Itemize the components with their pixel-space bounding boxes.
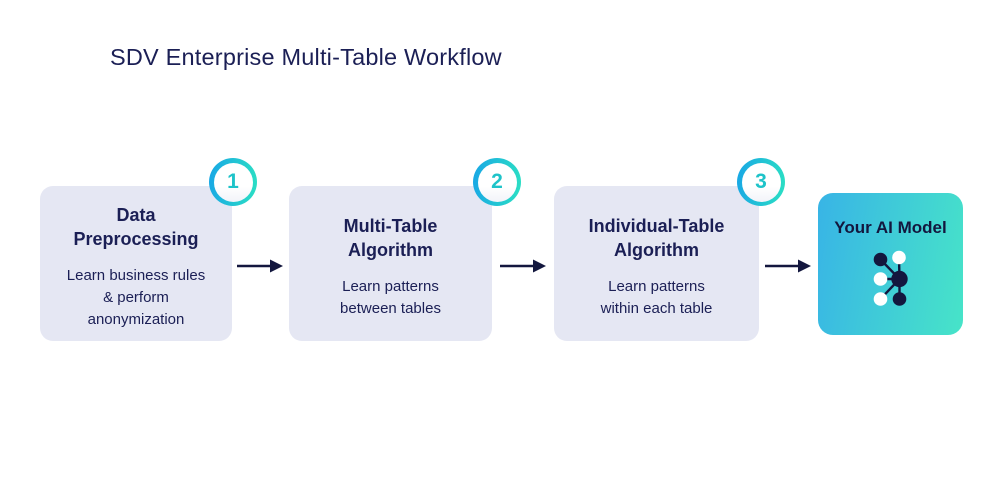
step-number: 3 xyxy=(741,162,781,202)
arrow-right-icon xyxy=(500,259,546,273)
step-desc-line: anonymization xyxy=(87,310,185,328)
step-number-badge-1: 1 xyxy=(209,158,257,206)
step-description: Learn patterns between tables xyxy=(340,276,441,320)
step-box-individual-table-algorithm: Individual-Table Algorithm Learn pattern… xyxy=(554,186,759,341)
step-description: Learn patterns within each table xyxy=(601,276,713,320)
page-title: SDV Enterprise Multi-Table Workflow xyxy=(110,44,502,70)
step-title-line: Algorithm xyxy=(614,239,699,260)
step-box-data-preprocessing: Data Preprocessing Learn business rules … xyxy=(40,186,232,341)
step-number-badge-2: 2 xyxy=(473,158,521,206)
step-title-line: Multi-Table xyxy=(343,215,438,236)
step-desc-line: within each table xyxy=(600,299,713,317)
network-graph-icon xyxy=(873,250,908,306)
step-desc-line: Learn patterns xyxy=(608,277,705,295)
arrow-right-icon xyxy=(237,259,283,273)
step-box-multi-table-algorithm: Multi-Table Algorithm Learn patterns bet… xyxy=(289,186,492,341)
step-desc-line: Learn patterns xyxy=(342,277,439,295)
step-number: 2 xyxy=(477,162,517,202)
step-title: Data Preprocessing xyxy=(73,203,198,251)
step-desc-line: & perform xyxy=(103,288,169,306)
step-title-line: Preprocessing xyxy=(73,228,199,249)
step-title-line: Data xyxy=(116,204,156,225)
step-title: Individual-Table Algorithm xyxy=(589,214,725,262)
step-number-badge-3: 3 xyxy=(737,158,785,206)
step-desc-line: between tables xyxy=(340,299,441,317)
arrow-right-icon xyxy=(765,259,811,273)
step-desc-line: Learn business rules xyxy=(66,266,206,284)
step-title-line: Individual-Table xyxy=(588,215,725,236)
ai-model-label: Your AI Model xyxy=(834,218,947,237)
step-description: Learn business rules & perform anonymiza… xyxy=(67,265,205,331)
ai-model-box: Your AI Model xyxy=(818,193,963,335)
step-number: 1 xyxy=(213,162,253,202)
step-title-line: Algorithm xyxy=(348,239,433,260)
step-title: Multi-Table Algorithm xyxy=(344,214,438,262)
